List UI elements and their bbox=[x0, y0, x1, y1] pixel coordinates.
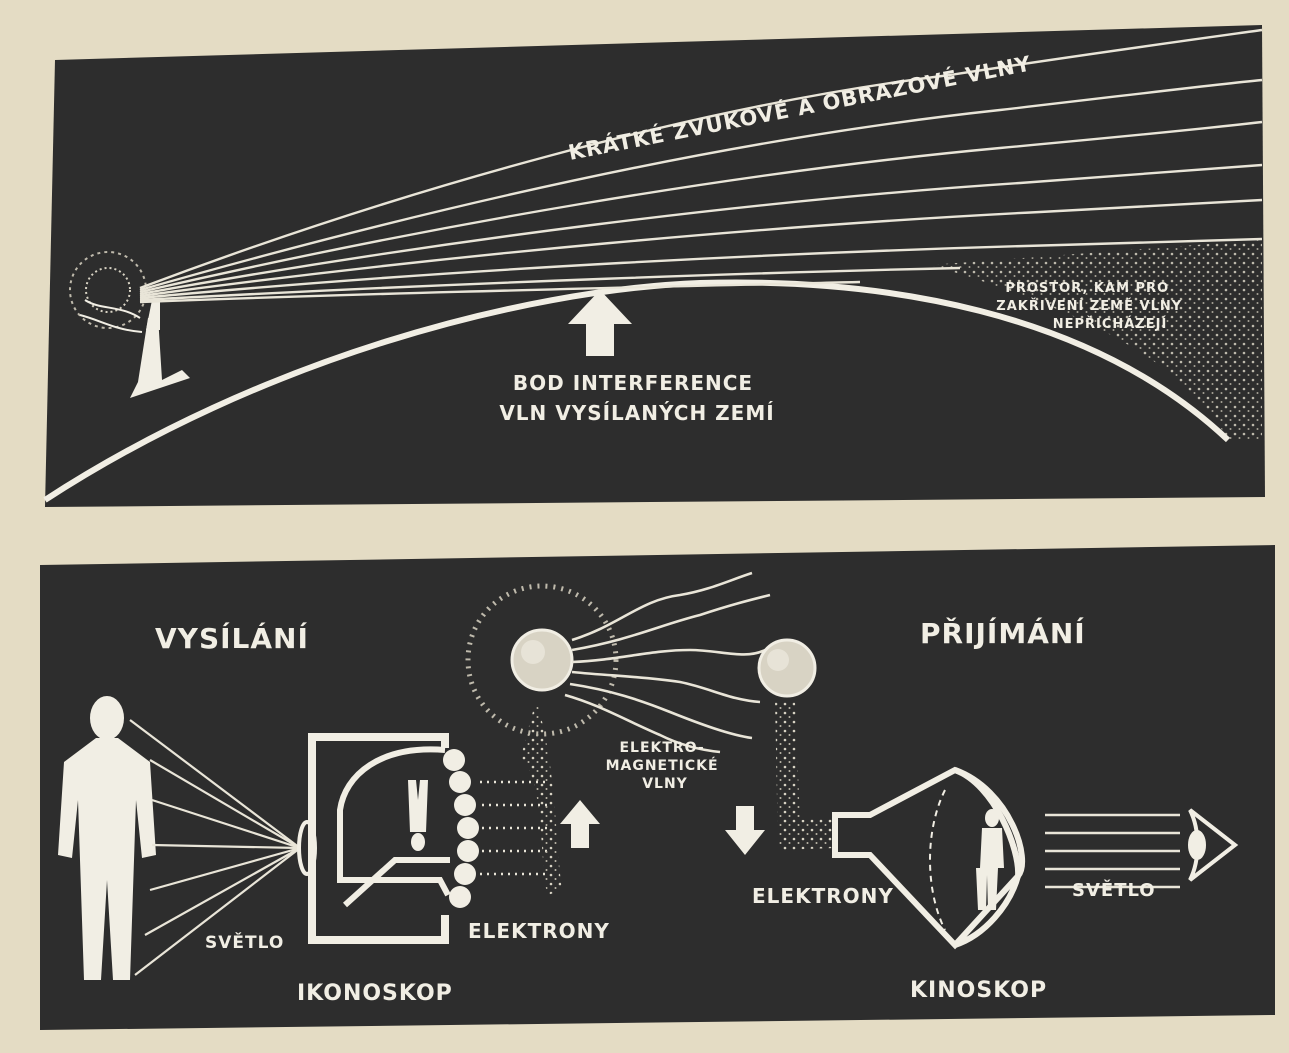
em-waves-label: ELEKTRO- MAGNETICKÉ VLNY bbox=[606, 740, 725, 792]
shadow-zone bbox=[930, 240, 1262, 440]
kinescope-label: KINOSKOP bbox=[910, 978, 1047, 1003]
shadow-zone-label-line: PROSTOR, KAM PRO bbox=[1005, 281, 1169, 296]
receiving-antenna-icon bbox=[757, 638, 817, 698]
arrow-up-icon bbox=[568, 290, 632, 356]
em-waves-label-line: VLNY bbox=[642, 776, 688, 792]
top-panel: KRÁTKÉ ZVUKOVÉ A OBRAZOVÉ VLNY PROSTOR, … bbox=[43, 25, 1265, 507]
electron-stream-left bbox=[520, 700, 562, 895]
kinescope-icon bbox=[832, 766, 1025, 950]
bottom-panel: VYSÍLÁNÍ PŘIJÍMÁNÍ SVĚTLO bbox=[40, 545, 1275, 1030]
light-left-label: SVĚTLO bbox=[205, 931, 284, 953]
light-rays-right bbox=[1045, 813, 1180, 889]
em-waves bbox=[564, 571, 771, 754]
interference-label-line: VLN VYSÍLANÝCH ZEMÍ bbox=[499, 401, 774, 425]
interference-label: BOD INTERFERENCE VLN VYSÍLANÝCH ZEMÍ bbox=[499, 371, 774, 425]
em-waves-label-line: MAGNETICKÉ bbox=[606, 757, 719, 774]
shadow-zone-label: PROSTOR, KAM PRO ZAKŘIVENÍ ZEMĚ VLNY NEP… bbox=[996, 281, 1187, 332]
receive-title: PŘIJÍMÁNÍ bbox=[920, 616, 1086, 650]
person-figure-icon bbox=[58, 696, 156, 980]
light-right-label: SVĚTLO bbox=[1072, 879, 1156, 901]
interference-label-line: BOD INTERFERENCE bbox=[513, 371, 753, 395]
iconoscope-icon bbox=[297, 733, 479, 944]
shadow-zone-label-line: NEPŘICHÁZEJÍ bbox=[1053, 316, 1168, 332]
electrons-left-label: ELEKTRONY bbox=[468, 919, 610, 943]
top-panel-background bbox=[45, 25, 1265, 507]
bottom-panel-background bbox=[40, 545, 1275, 1030]
electrons-right-label: ELEKTRONY bbox=[752, 884, 894, 908]
em-waves-label-line: ELEKTRO- bbox=[619, 740, 704, 756]
screen-image-icon bbox=[976, 809, 1004, 910]
radio-waves bbox=[139, 28, 1263, 304]
arrow-up-icon bbox=[560, 800, 600, 848]
earth-surface bbox=[43, 279, 1231, 503]
transmit-title: VYSÍLÁNÍ bbox=[155, 621, 309, 655]
lens-icon bbox=[297, 820, 317, 876]
eye-icon bbox=[1188, 808, 1239, 882]
inverted-image-icon bbox=[408, 780, 428, 851]
shadow-zone-label-line: ZAKŘIVENÍ ZEMĚ VLNY bbox=[996, 298, 1182, 314]
transmitting-antenna-icon bbox=[465, 583, 619, 737]
light-rays-left bbox=[129, 719, 301, 976]
electron-stream-right bbox=[775, 700, 835, 850]
mosaic-plate bbox=[443, 749, 479, 908]
iconoscope-label: IKONOSKOP bbox=[297, 981, 453, 1006]
arrow-down-icon bbox=[725, 806, 765, 855]
